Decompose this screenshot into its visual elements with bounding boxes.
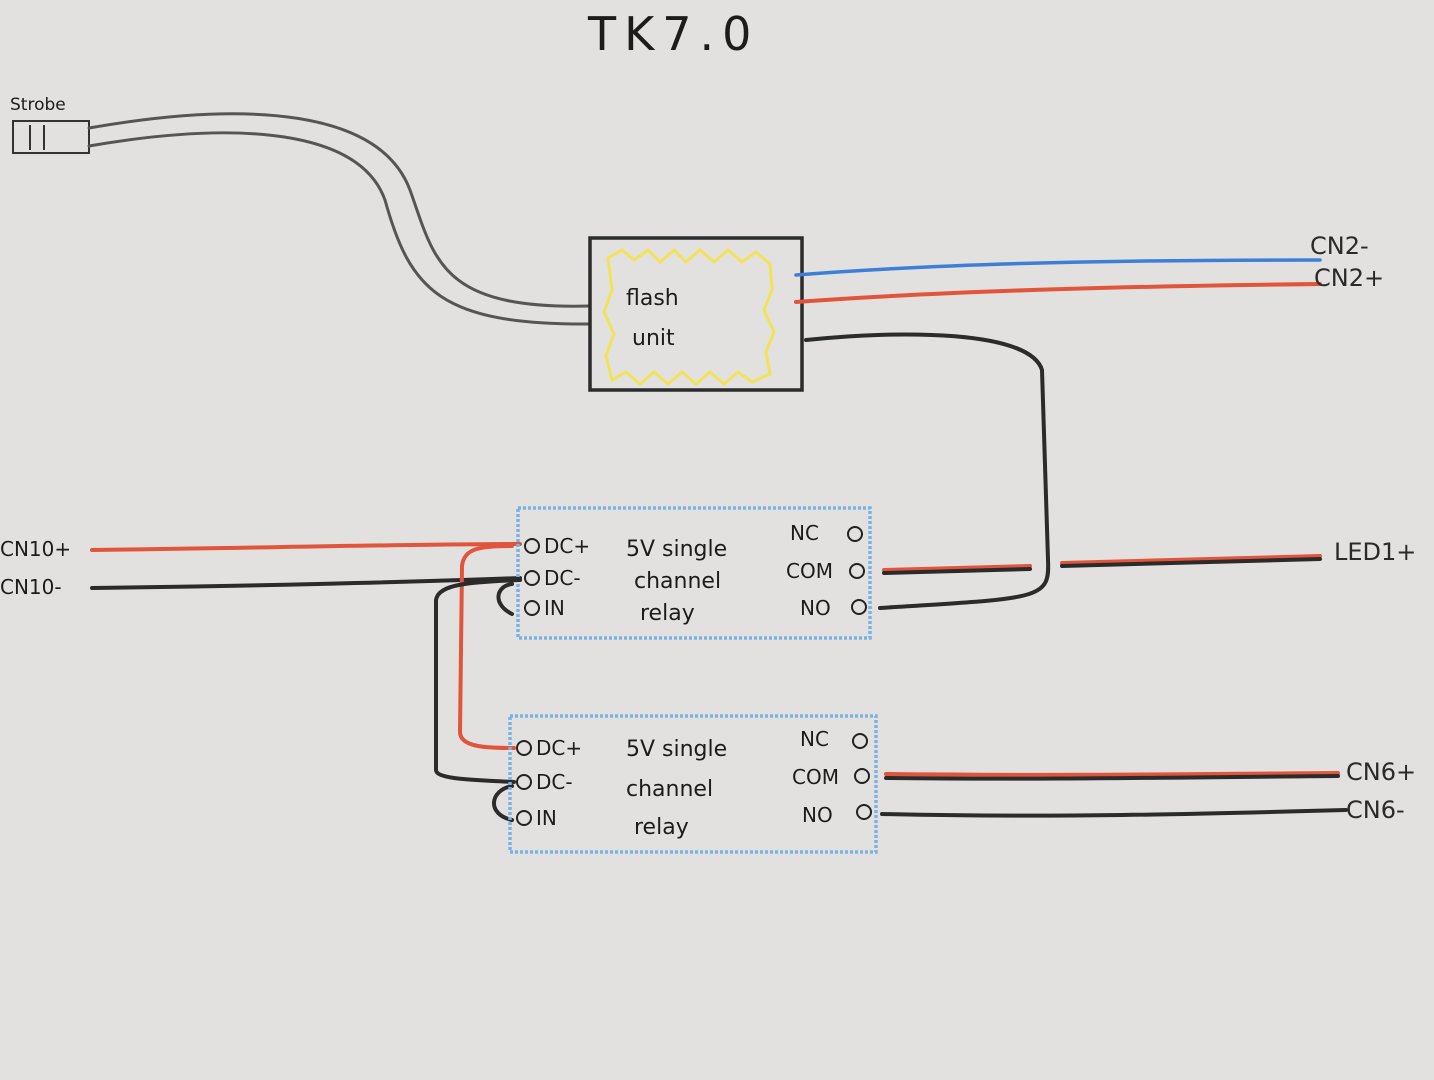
relay-2-pin-label: DC-: [536, 770, 573, 794]
wire-cn6-plus: [884, 771, 1340, 777]
relay-1: DC+ DC- IN 5V single channel relay NC CO…: [516, 506, 872, 640]
strobe-cable: [87, 112, 592, 308]
label-cn10-minus: CN10-: [0, 575, 62, 599]
label-cn2-plus: CN2+: [1314, 264, 1384, 292]
relay-1-text: 5V single: [626, 537, 727, 562]
wire-dc-minus-jumper: [434, 578, 522, 784]
wire-relay-2-in-loop: [492, 784, 514, 822]
relay-2-text: 5V single: [626, 737, 727, 762]
relay-1-pin-label: DC-: [544, 566, 581, 590]
wire-led1-segment: [882, 564, 1032, 572]
strobe-label: Strobe: [10, 95, 66, 115]
relay-1-box: [516, 506, 872, 640]
label-cn6-plus: CN6+: [1346, 758, 1416, 786]
wire-cn6-minus: [880, 808, 1348, 818]
wire-led1-segment: [1060, 554, 1322, 565]
relay-2-pin-label: COM: [792, 765, 839, 789]
diagram-title: TK7.0: [587, 7, 759, 61]
relay-2-nc-pin: [852, 733, 868, 749]
wire-led1-segment: [1060, 557, 1322, 568]
wire-relay-1-in-loop: [496, 582, 514, 616]
relay-1-pin-label: NO: [800, 596, 831, 620]
label-cn6-minus: CN6-: [1346, 796, 1405, 824]
wire-flash-to-relay1-no: [804, 332, 1051, 610]
relay-1-nc-pin: [847, 526, 863, 542]
relay-1-in-pin: [524, 600, 540, 616]
relay-1-dc-minus-pin: [524, 570, 540, 586]
strobe-cable: [87, 131, 592, 326]
relay-1-no-pin: [851, 599, 867, 615]
relay-1-dc-plus-pin: [524, 538, 540, 554]
label-led1: LED1+: [1334, 538, 1416, 566]
relay-1-com-pin: [849, 563, 865, 579]
relay-2-pin-label: NC: [800, 727, 829, 751]
relay-2-pin-label: DC+: [536, 736, 582, 760]
relay-2-text: relay: [634, 815, 689, 840]
relay-2-text: channel: [626, 777, 713, 802]
wire-led1-segment: [882, 567, 1032, 575]
wire-dc-plus-jumper: [457, 544, 516, 750]
relay-2-com-pin: [854, 768, 870, 784]
flash-unit-label-line2: unit: [632, 326, 675, 351]
wire-cn2-minus: [794, 258, 1322, 277]
relay-2-no-pin: [856, 804, 872, 820]
wire-cn10-minus: [90, 576, 522, 590]
wire-cn10-plus: [90, 542, 522, 552]
relay-1-pin-label: DC+: [544, 534, 590, 558]
label-cn2-minus: CN2-: [1310, 232, 1369, 260]
label-cn10-plus: CN10+: [0, 537, 71, 561]
relay-2-in-pin: [516, 810, 532, 826]
relay-1-pin-label: COM: [786, 559, 833, 583]
flash-fill-scribble: [602, 247, 776, 386]
relay-2: DC+ DC- IN 5V single channel relay NC CO…: [508, 714, 878, 854]
relay-2-dc-minus-pin: [516, 774, 532, 790]
relay-1-pin-label: NC: [790, 521, 819, 545]
flash-unit-label-line1: flash: [626, 286, 679, 311]
relay-1-pin-label: IN: [544, 596, 565, 620]
relay-1-text: channel: [634, 569, 721, 594]
flash-unit: flash unit: [588, 236, 804, 392]
relay-2-pin-label: IN: [536, 806, 557, 830]
wire-cn6-plus-overlay: [884, 774, 1340, 781]
flash-unit-box: [588, 236, 804, 392]
relay-2-box: [508, 714, 878, 854]
wire-cn2-plus: [794, 282, 1322, 304]
relay-2-dc-plus-pin: [516, 740, 532, 756]
strobe-connector: Strobe: [10, 95, 90, 154]
relay-1-text: relay: [640, 601, 695, 626]
strobe-plug-icon: [12, 120, 90, 154]
relay-2-pin-label: NO: [802, 803, 833, 827]
